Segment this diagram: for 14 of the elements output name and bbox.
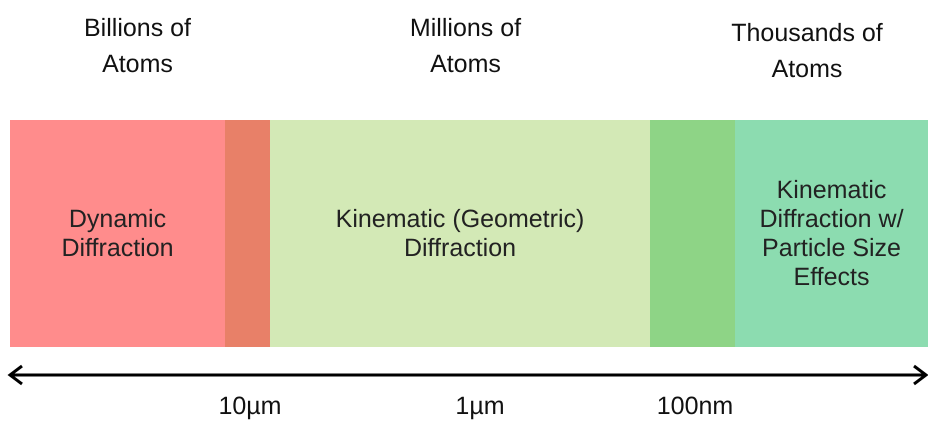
scale-heading: Millions of Atoms	[408, 13, 522, 80]
region-label: Dynamic Diffraction	[60, 204, 175, 262]
region-label: Kinematic Diffraction w/ Particle Size Effects	[758, 176, 905, 292]
axis-tick-label: 1µm	[454, 391, 506, 421]
scale-heading: Thousands of Atoms	[730, 18, 884, 85]
region-label: Kinematic (Geometric) Diffraction	[334, 204, 586, 262]
axis-tick-label: 100nm	[656, 391, 734, 421]
scale-heading: Billions of Atoms	[83, 13, 192, 80]
kinematic-region-band	[270, 120, 650, 347]
transition-band	[225, 120, 270, 347]
transition-band	[650, 120, 735, 347]
axis-tick-label: 10µm	[217, 391, 283, 421]
particle-size-region-band	[735, 120, 928, 347]
dynamic-region-band	[10, 120, 225, 347]
